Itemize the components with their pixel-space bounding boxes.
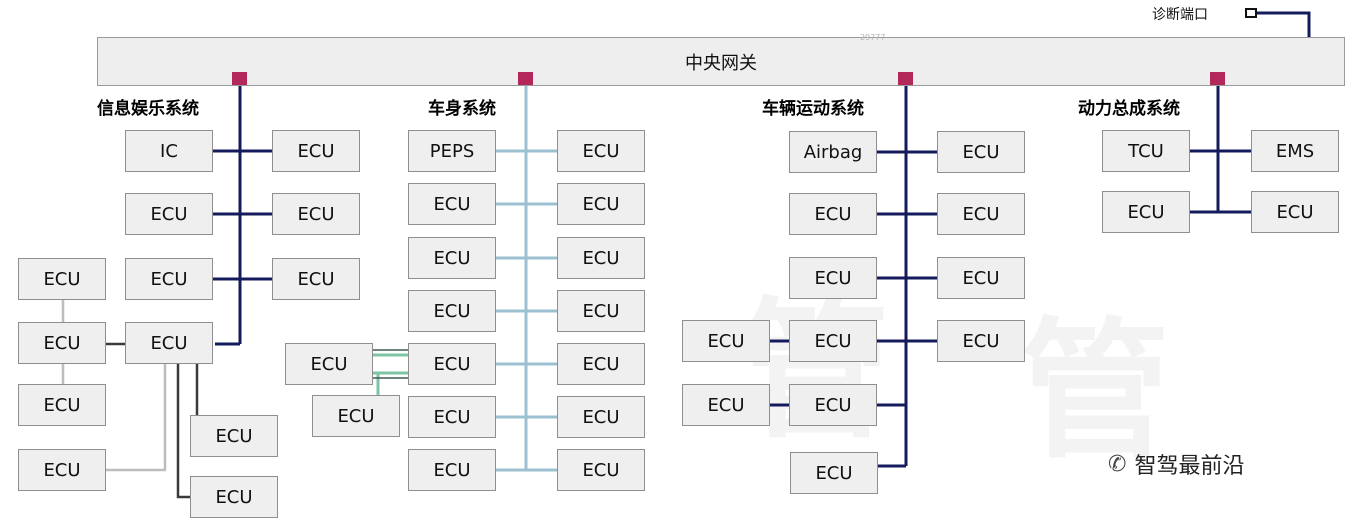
ecu-node: ECU — [272, 258, 360, 300]
ecu-node: ECU — [408, 290, 496, 332]
ecu-node: ECU — [789, 320, 877, 362]
ecu-node: ECU — [190, 476, 278, 518]
ecu-node: ECU — [557, 396, 645, 438]
ecu-node: ECU — [557, 183, 645, 225]
ecu-node: ECU — [557, 130, 645, 172]
ecu-node-sub-gateway: ECU — [125, 322, 213, 364]
ecu-node: ECU — [557, 343, 645, 385]
ecu-node: ECU — [557, 237, 645, 279]
powertrain-bus — [1190, 86, 1251, 214]
brand-watermark: ✆ 智驾最前沿 — [1108, 448, 1244, 480]
ecu-node: ECU — [682, 320, 770, 362]
ecu-node: ECU — [408, 343, 496, 385]
gateway-port-body — [518, 72, 533, 85]
body-sub-bus-dark — [372, 349, 408, 379]
ecu-node-peps: PEPS — [408, 130, 496, 172]
ecu-node-ic: IC — [125, 130, 213, 172]
gateway-id-text: 29777 — [860, 33, 886, 42]
ecu-node: ECU — [272, 130, 360, 172]
ecu-node: ECU — [790, 452, 878, 494]
ecu-node: ECU — [18, 384, 106, 426]
ecu-node: ECU — [18, 258, 106, 300]
ecu-node: ECU — [18, 449, 106, 491]
background-watermark-glyph: 管 — [1020, 305, 1171, 479]
domain-title-infotainment: 信息娱乐系统 — [97, 99, 199, 119]
ecu-node: ECU — [789, 193, 877, 235]
ecu-node: ECU — [937, 131, 1025, 173]
infotainment-bus — [213, 86, 272, 346]
ecu-node: ECU — [937, 257, 1025, 299]
diagnostic-port-label: 诊断端口 — [1152, 7, 1208, 23]
diagnostic-port-icon — [1245, 8, 1257, 18]
background-watermark-glyph: 管 — [740, 285, 891, 459]
ecu-node: ECU — [125, 193, 213, 235]
domain-title-body: 车身系统 — [428, 99, 496, 119]
central-gateway: 中央网关 — [97, 37, 1345, 86]
ecu-node: ECU — [937, 193, 1025, 235]
ecu-node: ECU — [557, 290, 645, 332]
vehicle-motion-bus — [770, 86, 937, 468]
gateway-port-vehicle-motion — [898, 72, 913, 85]
ecu-node-tcu: TCU — [1102, 130, 1190, 172]
diagnostic-link — [1257, 11, 1311, 37]
ecu-node: ECU — [18, 322, 106, 364]
ecu-node: ECU — [408, 396, 496, 438]
ecu-node: ECU — [682, 384, 770, 426]
ecu-node: ECU — [285, 343, 373, 385]
ecu-node: ECU — [272, 193, 360, 235]
ecu-node: ECU — [408, 183, 496, 225]
brand-watermark-text: 智驾最前沿 — [1134, 454, 1245, 479]
ecu-node: ECU — [789, 257, 877, 299]
domain-title-powertrain: 动力总成系统 — [1078, 99, 1180, 119]
wechat-icon: ✆ — [1108, 451, 1127, 477]
gateway-port-infotainment — [232, 72, 247, 85]
ecu-node: ECU — [557, 449, 645, 491]
gateway-port-powertrain — [1210, 72, 1225, 85]
ecu-node: ECU — [789, 384, 877, 426]
domain-title-vehicle-motion: 车辆运动系统 — [762, 99, 864, 119]
body-sub-bus — [372, 353, 408, 395]
body-bus — [496, 86, 557, 472]
ecu-node: ECU — [1102, 191, 1190, 233]
ecu-node: ECU — [312, 395, 400, 437]
ecu-node: ECU — [937, 320, 1025, 362]
ecu-node: ECU — [408, 237, 496, 279]
ecu-node-ems: EMS — [1251, 130, 1339, 172]
ecu-node: ECU — [408, 449, 496, 491]
ecu-node-airbag: Airbag — [789, 131, 877, 173]
ecu-node: ECU — [1251, 191, 1339, 233]
ecu-node: ECU — [190, 415, 278, 457]
ecu-node: ECU — [125, 258, 213, 300]
